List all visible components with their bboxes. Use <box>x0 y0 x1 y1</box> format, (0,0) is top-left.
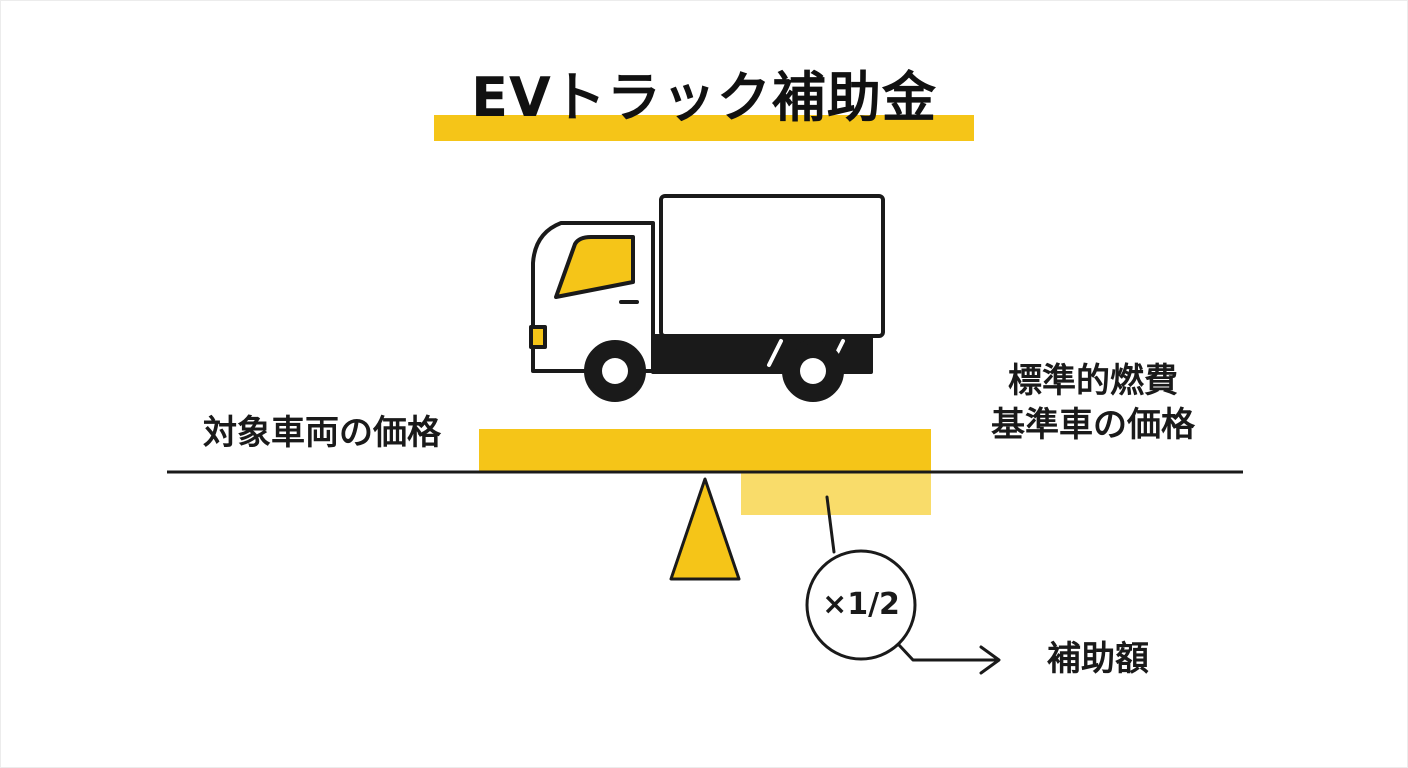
truck-rear-hub <box>800 358 826 384</box>
fulcrum-triangle-icon <box>669 477 741 581</box>
standard-price-label: 標準的燃費 基準車の価格 <box>961 359 1225 447</box>
subsidy-label: 補助額 <box>1047 639 1149 679</box>
multiplier-circle <box>805 549 917 661</box>
page-title: EVトラック補助金 <box>471 66 937 129</box>
truck-window <box>554 235 635 299</box>
connector-line <box>825 495 836 554</box>
ev-truck-icon <box>529 194 885 402</box>
truck-headlight <box>529 325 547 349</box>
difference-bar <box>741 473 931 515</box>
standard-price-label-line2: 基準車の価格 <box>991 405 1195 445</box>
arrow-right-icon <box>897 643 1001 675</box>
standard-price-label-line1: 標準的燃費 <box>1008 361 1178 401</box>
truck-cargo-box <box>659 194 885 338</box>
truck-stripe <box>767 339 783 367</box>
title-highlight <box>434 115 974 141</box>
title-block: EVトラック補助金 <box>434 59 974 149</box>
multiplier-text: ×1/2 <box>822 587 900 622</box>
truck-front-hub <box>602 358 628 384</box>
target-price-bar <box>479 429 931 473</box>
target-price-label: 対象車両の価格 <box>203 413 441 453</box>
